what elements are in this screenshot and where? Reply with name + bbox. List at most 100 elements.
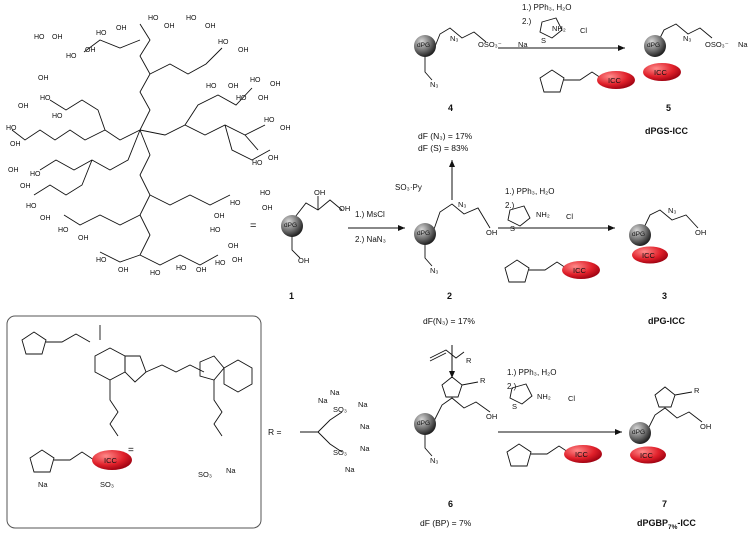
- s-label-middle: S: [510, 224, 516, 233]
- n3-label-c5: N₃: [683, 34, 692, 43]
- svg-text:HO: HO: [52, 113, 63, 120]
- svg-text:OH: OH: [116, 25, 127, 32]
- compound-6-structure: [414, 376, 491, 457]
- r-label-c6: R: [480, 376, 486, 385]
- svg-text:OH: OH: [214, 213, 225, 220]
- cl-label-bottom: Cl: [568, 394, 576, 403]
- compound-name-3: dPG-ICC: [648, 316, 685, 326]
- svg-text:HO: HO: [34, 34, 45, 41]
- n3-label-c4-bottom: N₃: [430, 80, 439, 89]
- dendritic-polyglycerol-structure: [11, 23, 271, 266]
- compound-label-2: 2: [447, 291, 453, 301]
- oh-label-c1-right: OH: [339, 204, 351, 213]
- svg-text:HO: HO: [6, 125, 17, 132]
- dpg-label-c6: dPG: [417, 420, 431, 427]
- so3-label-upper: SO₃: [333, 405, 347, 414]
- svg-text:HO: HO: [26, 203, 37, 210]
- nh2-label-top: NH₂: [552, 24, 566, 33]
- na-label-bp-6: Na: [318, 396, 328, 405]
- compound-label-1: 1: [289, 291, 295, 301]
- svg-text:OH: OH: [20, 183, 31, 190]
- svg-text:OH: OH: [8, 167, 19, 174]
- svg-text:OH: OH: [270, 81, 281, 88]
- svg-text:HO: HO: [150, 270, 161, 277]
- so3-label-box-right: SO₃: [198, 470, 212, 479]
- r-label-c7: R: [694, 386, 700, 395]
- dpg-label-c4: dPG: [417, 42, 431, 49]
- reagent-thiolane-top: [539, 17, 563, 39]
- reagent-thiolane-bottom: [509, 383, 533, 405]
- icc-label-top: ICC: [608, 76, 621, 85]
- compound-label-5: 5: [666, 103, 672, 113]
- svg-text:HO: HO: [264, 117, 275, 124]
- svg-text:OH: OH: [118, 267, 129, 274]
- df-s-label: dF (S) = 83%: [418, 143, 469, 153]
- df-n3-label-top: dF (N₃) = 17%: [418, 131, 473, 141]
- na-label-bp-5: Na: [345, 465, 355, 474]
- svg-text:HO: HO: [206, 83, 217, 90]
- svg-text:HO: HO: [96, 257, 107, 264]
- cl-label-middle: Cl: [566, 212, 574, 221]
- reagent-maleimide-icc-bottom: [506, 443, 602, 467]
- svg-text:OH: OH: [205, 23, 216, 30]
- df-n3-label-middle: dF(N₃) = 17%: [423, 316, 475, 326]
- svg-text:HO: HO: [66, 53, 77, 60]
- icc-label-box: ICC: [104, 456, 117, 465]
- icc-label-c7: ICC: [640, 451, 653, 460]
- icc-label-c3: ICC: [642, 251, 655, 260]
- svg-text:OH: OH: [18, 103, 29, 110]
- na-label-c5: Na: [738, 40, 748, 49]
- alkyne-reagent: [429, 349, 465, 362]
- oh-label-c7: OH: [700, 422, 712, 431]
- compound-name-7: dPGBP7%-ICC: [637, 518, 696, 531]
- na-label-bp-4: Na: [360, 444, 370, 453]
- compound-7-structure: [629, 386, 703, 464]
- svg-text:OH: OH: [78, 235, 89, 242]
- condition-nan3: 2.) NaN₃: [355, 235, 386, 244]
- svg-text:HO: HO: [186, 15, 197, 22]
- n3-label-c2-bottom: N₃: [430, 266, 439, 275]
- na-label-bp-2: Na: [358, 400, 368, 409]
- condition-step2-middle: 2.): [505, 201, 515, 210]
- condition-pph3-top: 1.) PPh₃, H₂O: [522, 3, 572, 12]
- nh2-label-middle: NH₂: [536, 210, 550, 219]
- svg-text:HO: HO: [250, 77, 261, 84]
- svg-text:OH: OH: [280, 125, 291, 132]
- dpg-label-c2: dPG: [417, 230, 431, 237]
- equals-sign-box: =: [128, 445, 134, 456]
- svg-text:OH: OH: [52, 34, 63, 41]
- svg-text:OH: OH: [40, 215, 51, 222]
- svg-text:OH: OH: [10, 141, 21, 148]
- s-label-bottom: S: [512, 402, 518, 411]
- n3-label-c3: N₃: [668, 206, 677, 215]
- svg-text:HO: HO: [58, 227, 69, 234]
- svg-text:OH: OH: [268, 155, 279, 162]
- dpg-label-c1: dPG: [284, 222, 298, 229]
- equals-sign: =: [250, 220, 257, 232]
- svg-text:OH: OH: [238, 47, 249, 54]
- svg-text:HO: HO: [252, 160, 263, 167]
- icc-label-c5: ICC: [654, 68, 667, 77]
- svg-text:HO: HO: [30, 171, 41, 178]
- dpg-label-c5: dPG: [647, 42, 661, 49]
- svg-text:HO: HO: [260, 190, 271, 197]
- oso3-label-c4: OSO₃⁻: [478, 40, 502, 49]
- svg-text:OH: OH: [196, 267, 207, 274]
- svg-text:OH: OH: [164, 23, 175, 30]
- na-label-bp-3: Na: [360, 422, 370, 431]
- so3-label-box-left: SO₃: [100, 480, 114, 489]
- compound-label-6: 6: [448, 499, 454, 509]
- compound-1-structure: [281, 196, 343, 259]
- n3-label-c6: N₃: [430, 456, 439, 465]
- condition-step2-top: 2.): [522, 17, 532, 26]
- svg-text:HO: HO: [210, 227, 221, 234]
- svg-text:OH: OH: [38, 75, 49, 82]
- condition-mscl: 1.) MsCl: [355, 210, 385, 219]
- compound-3-structure: [629, 209, 699, 264]
- svg-text:HO: HO: [215, 260, 226, 267]
- svg-text:HO: HO: [218, 39, 229, 46]
- svg-text:OH: OH: [85, 47, 96, 54]
- svg-text:OH: OH: [258, 95, 269, 102]
- reagent-maleimide-icc-middle: [504, 259, 600, 283]
